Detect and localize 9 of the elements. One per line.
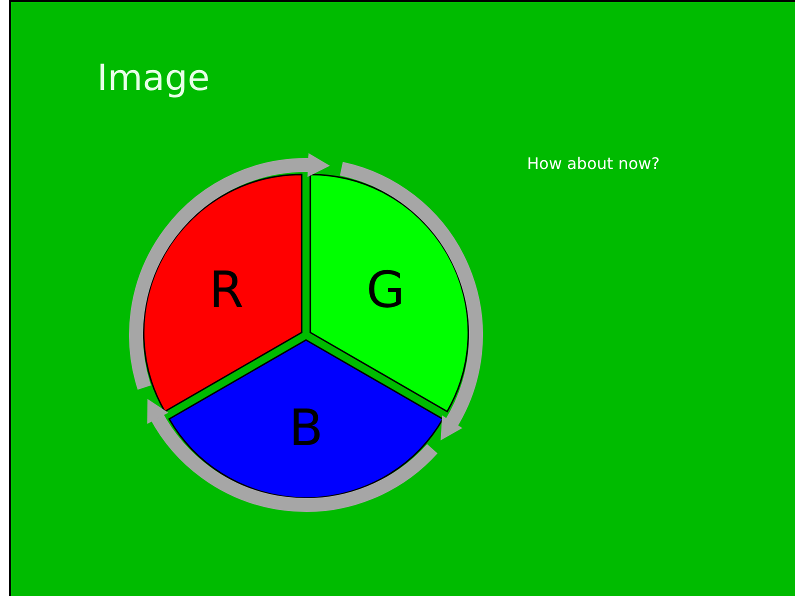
- segment-label: B: [288, 398, 324, 457]
- slide-title: Image: [97, 58, 210, 99]
- segment-label: G: [366, 261, 405, 320]
- pie-segment: [168, 339, 444, 498]
- cycle-arrow: [146, 400, 438, 512]
- note-text: How about now?: [527, 154, 660, 173]
- cycle-arrow: [129, 153, 330, 390]
- segment-label: R: [209, 261, 244, 320]
- cycle-arrow: [339, 162, 483, 441]
